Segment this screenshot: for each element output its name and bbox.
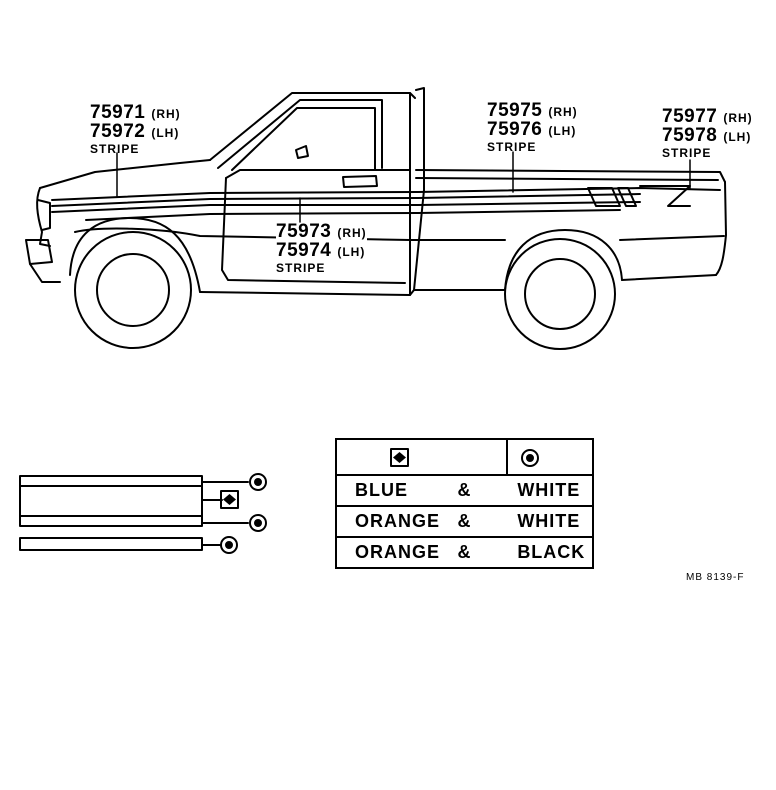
legend-ampersand: & — [421, 474, 508, 507]
hood-stripe-callout: 75971 (RH) 75972 (LH) STRIPE — [90, 102, 181, 156]
part-name: STRIPE — [90, 142, 140, 156]
leader-lines — [116, 151, 691, 223]
side-label: (LH) — [337, 245, 366, 259]
diamond-square-icon — [220, 490, 239, 509]
side-label: (LH) — [151, 126, 180, 140]
legend-color1: ORANGE — [335, 505, 439, 538]
part-number: 75976 — [487, 119, 543, 140]
part-number: 75978 — [662, 125, 718, 146]
legend-color2: BLACK — [507, 536, 594, 569]
side-label: (RH) — [151, 107, 181, 121]
side-label: (LH) — [723, 130, 752, 144]
legend-row: ORANGE & BLACK — [335, 536, 594, 569]
rear-wheel — [504, 238, 616, 350]
legend-ampersand: & — [421, 505, 508, 538]
drawing-code: MB 8139-F — [686, 572, 745, 583]
color-legend-table: BLUE & WHITE ORANGE & WHITE ORANGE & BLA… — [334, 438, 594, 569]
part-name: STRIPE — [662, 146, 712, 160]
stripe-section-detail — [19, 475, 249, 551]
legend-row: BLUE & WHITE — [335, 474, 594, 507]
rear-stripe-callout: 75977 (RH) 75978 (LH) STRIPE — [662, 106, 753, 160]
side-label: (RH) — [548, 105, 578, 119]
legend-header-circle — [506, 438, 594, 476]
part-name: STRIPE — [276, 261, 326, 275]
part-number: 75974 — [276, 240, 332, 261]
part-number: 75973 — [276, 221, 332, 242]
legend-header-row — [334, 438, 594, 476]
part-name: STRIPE — [487, 140, 537, 154]
truck-body — [25, 87, 727, 296]
part-number: 75975 — [487, 100, 543, 121]
legend-row: ORANGE & WHITE — [335, 505, 594, 538]
circle-dot-icon — [220, 536, 238, 554]
side-label: (LH) — [548, 124, 577, 138]
side-stripes — [51, 185, 725, 241]
legend-color2: WHITE — [507, 505, 594, 538]
part-number: 75972 — [90, 121, 146, 142]
circle-dot-icon — [249, 514, 267, 532]
side-label: (RH) — [337, 226, 367, 240]
side-label: (RH) — [723, 111, 753, 125]
bed-stripe-callout: 75975 (RH) 75976 (LH) STRIPE — [487, 100, 578, 154]
part-number: 75977 — [662, 106, 718, 127]
legend-color1: ORANGE — [335, 536, 439, 569]
legend-color1: BLUE — [335, 474, 422, 507]
legend-color2: WHITE — [507, 474, 594, 507]
door-stripe-callout: 75973 (RH) 75974 (LH) STRIPE — [276, 221, 367, 275]
legend-ampersand: & — [421, 536, 508, 569]
circle-dot-icon — [249, 473, 267, 491]
part-number: 75971 — [90, 102, 146, 123]
legend-header-diamond — [334, 438, 509, 476]
front-wheel — [74, 231, 192, 349]
